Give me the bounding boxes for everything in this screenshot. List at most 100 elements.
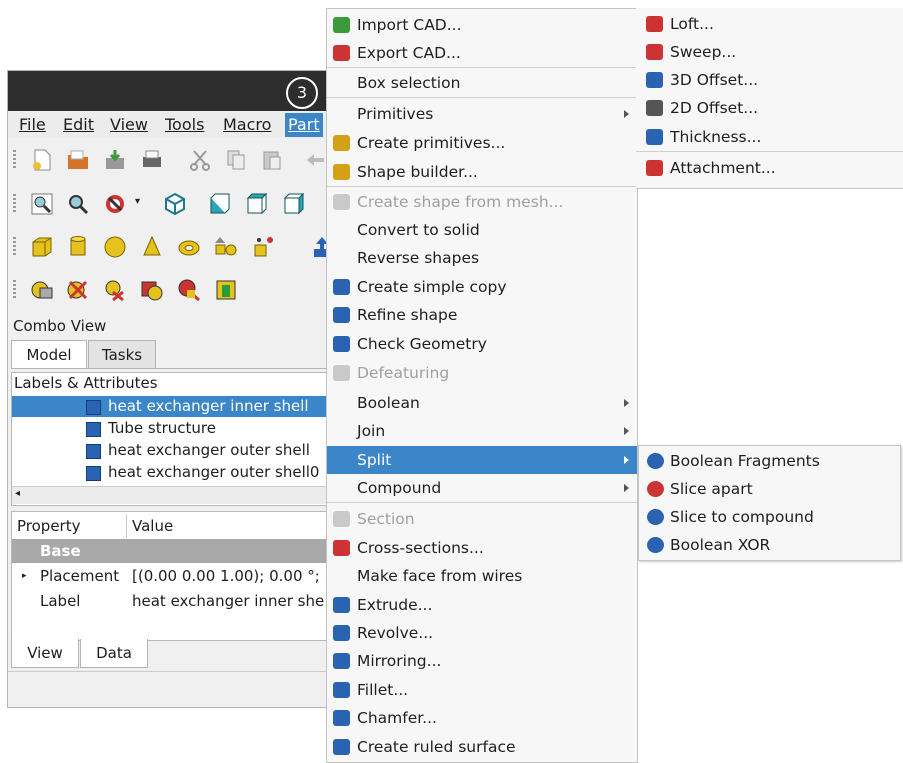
menu-item-check-geometry[interactable]: Check Geometry [327,330,637,358]
tree-item[interactable]: Tube structure [12,418,342,439]
menu-item-refine-shape[interactable]: Refine shape [327,301,637,329]
solid-icon [86,466,101,481]
section-icon[interactable] [177,278,201,302]
undo-icon[interactable] [304,148,328,172]
cone-icon[interactable] [140,235,164,259]
menu-tools[interactable]: Tools [165,115,205,134]
right-view-icon[interactable] [282,192,306,216]
menu-item-3d-offset[interactable]: 3D Offset... [636,66,903,94]
menu-item-join[interactable]: Join [327,417,637,445]
tab-view[interactable]: View [11,639,79,668]
menu-item-convert-to-solid[interactable]: Convert to solid [327,216,637,244]
toolbar-grip[interactable] [13,237,16,257]
draw-style-icon[interactable] [103,192,127,216]
menu-item-2d-offset[interactable]: 2D Offset... [636,94,903,122]
fit-all-icon[interactable] [30,192,54,216]
menu-item-revolve[interactable]: Revolve... [327,619,637,647]
menu-item-fillet[interactable]: Fillet... [327,676,637,704]
menu-item-mirroring[interactable]: Mirroring... [327,647,637,675]
menu-item-attachment[interactable]: Attachment... [636,154,903,182]
create-primitives-icon[interactable] [214,235,238,259]
toolbar-grip[interactable] [13,280,16,300]
menu-item-chamfer[interactable]: Chamfer... [327,704,637,732]
fuse-icon[interactable] [103,278,127,302]
simple-copy-icon [333,279,350,295]
paste-icon[interactable] [260,148,284,172]
tree-item-label: Tube structure [108,419,216,437]
menu-item-thickness[interactable]: Thickness... [636,123,903,151]
menu-item-boolean-xor[interactable]: Boolean XOR [639,531,900,559]
open-folder-icon[interactable] [66,148,90,172]
horizontal-scrollbar[interactable]: ◂ [12,486,342,504]
menu-edit[interactable]: Edit [63,115,94,134]
scroll-left-icon[interactable]: ◂ [15,488,21,499]
menu-item-export-cad[interactable]: Export CAD... [327,39,637,67]
menu-item-label: Revolve... [357,624,434,642]
tree-item[interactable]: heat exchanger outer shell [12,440,342,461]
menu-file[interactable]: File [19,115,46,134]
menu-item-split[interactable]: Split [327,446,637,474]
menu-item-shape-builder[interactable]: Shape builder... [327,158,637,186]
cut-boolean-icon[interactable] [66,278,90,302]
front-view-icon[interactable] [208,192,232,216]
toolbar-grip[interactable] [13,150,16,170]
menu-item-create-primitives[interactable]: Create primitives... [327,129,637,157]
menu-item-boolean-fragments[interactable]: Boolean Fragments [639,447,900,475]
tab-data[interactable]: Data [80,639,148,668]
menu-item-create-simple-copy[interactable]: Create simple copy [327,273,637,301]
toolbar-file [8,142,348,178]
menu-item-boolean[interactable]: Boolean [327,389,637,417]
submenu-arrow-icon [624,427,629,435]
menu-item-make-face-from-wires[interactable]: Make face from wires [327,562,637,590]
property-group-row[interactable]: Base [12,539,342,563]
shape-builder-icon[interactable] [251,235,275,259]
property-row[interactable]: ▸ Placement [(0.00 0.00 1.00); 0.00 °; (… [12,564,342,588]
expand-arrow-icon[interactable]: ▸ [22,571,27,581]
torus-icon[interactable] [177,235,201,259]
cube-icon[interactable] [30,235,54,259]
isometric-view-icon[interactable] [163,192,187,216]
print-icon[interactable] [140,148,164,172]
tab-tasks[interactable]: Tasks [88,340,156,369]
common-icon[interactable] [140,278,164,302]
menu-item-compound[interactable]: Compound [327,474,637,502]
menu-item-sweep[interactable]: Sweep... [636,38,903,66]
tree-item[interactable]: heat exchanger outer shell0 [12,462,342,483]
check-geometry-icon[interactable] [214,278,238,302]
menu-item-reverse-shapes[interactable]: Reverse shapes [327,244,637,272]
tab-model[interactable]: Model [11,340,87,369]
fit-selection-icon[interactable] [66,192,90,216]
menu-item-loft[interactable]: Loft... [636,10,903,38]
menu-item-primitives[interactable]: Primitives [327,100,637,128]
tree-item-label: heat exchanger outer shell [108,441,310,459]
property-value[interactable]: [(0.00 0.00 1.00); 0.00 °; (0 [132,567,340,585]
menu-item-extrude[interactable]: Extrude... [327,591,637,619]
menu-item-slice-apart[interactable]: Slice apart [639,475,900,503]
menu-view[interactable]: View [110,115,148,134]
boolean-icon[interactable] [30,278,54,302]
menu-item-label: Shape builder... [357,163,478,181]
save-icon[interactable] [103,148,127,172]
sphere-icon[interactable] [103,235,127,259]
menu-part[interactable]: Part [285,113,323,137]
toolbar-grip[interactable] [13,194,16,214]
menu-item-box-selection[interactable]: Box selection [327,69,637,97]
menu-item-create-shape-from-mesh: Create shape from mesh... [327,188,637,216]
property-value[interactable]: heat exchanger inner she [132,592,325,610]
menu-item-create-ruled-surface[interactable]: Create ruled surface [327,733,637,761]
menu-item-label: Refine shape [357,306,458,324]
copy-icon[interactable] [224,148,248,172]
menu-item-cross-sections[interactable]: Cross-sections... [327,534,637,562]
cylinder-icon[interactable] [66,235,90,259]
cut-icon[interactable] [188,148,212,172]
top-view-icon[interactable] [245,192,269,216]
property-column-header: Property [17,517,81,535]
property-row[interactable]: Label heat exchanger inner she [12,589,342,613]
menu-macro[interactable]: Macro [223,115,272,134]
tree-item[interactable]: heat exchanger inner shell [12,396,342,417]
menu-item-import-cad[interactable]: Import CAD... [327,11,637,39]
chevron-down-icon[interactable]: ▾ [135,196,141,207]
menu-item-slice-to-compound[interactable]: Slice to compound [639,503,900,531]
new-document-icon[interactable] [30,148,54,172]
